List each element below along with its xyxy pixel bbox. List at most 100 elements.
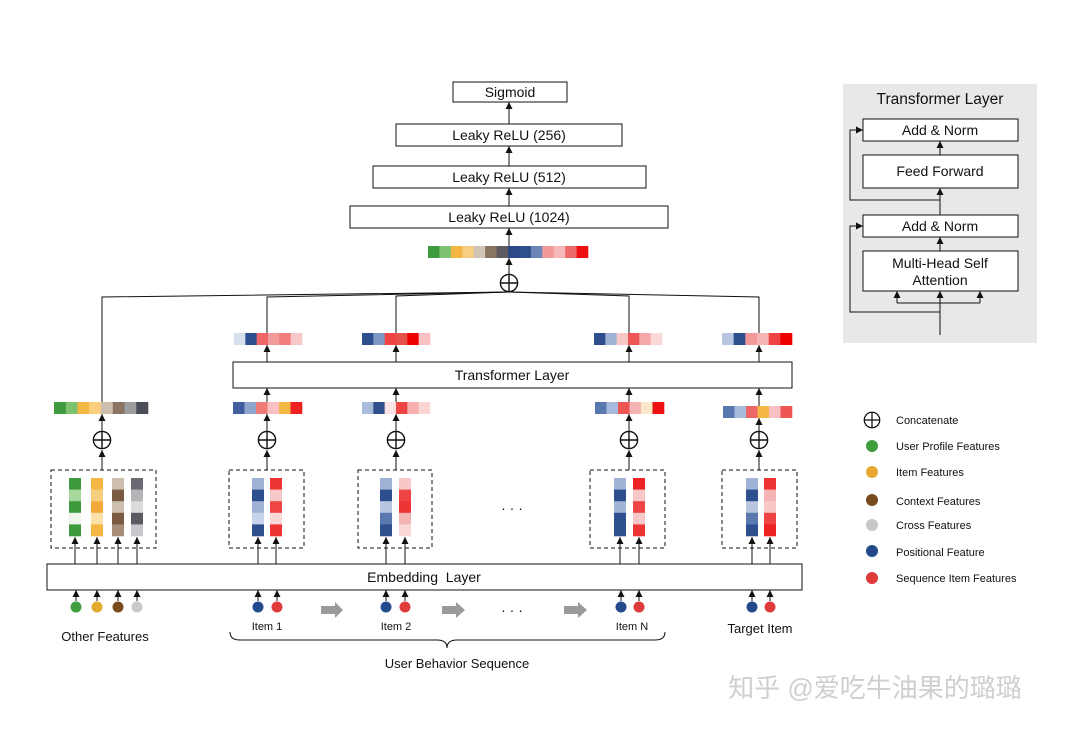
concat-icon: [499, 273, 519, 293]
item-n-input-cell: [618, 402, 630, 414]
embedding-groups: [50, 469, 798, 549]
item-n-output-cell: [639, 333, 651, 345]
target-embedding-cell: [764, 478, 776, 490]
concat-output-cell: [508, 246, 520, 258]
legend-context-dot: [866, 494, 878, 506]
other-embedding-cell: [112, 478, 124, 490]
item-2-embedding-cell: [399, 512, 411, 525]
other-embedding-cell: [131, 501, 143, 514]
item-1-output-cell: [234, 333, 246, 345]
other-concat-cell: [54, 402, 67, 414]
item-2-output-cell: [396, 333, 408, 345]
target-input-cell: [746, 406, 758, 418]
other-embedding-cell: [69, 489, 81, 502]
item-n-embedding-cell: [614, 489, 626, 502]
item-n-embeddings: [589, 469, 666, 549]
item-2-output-cell: [407, 333, 419, 345]
link-item-2: [395, 291, 510, 333]
item-n-embedding-cell: [614, 524, 626, 537]
item-n-input-cell: [641, 402, 653, 414]
positional-feature-dot: [380, 601, 392, 613]
other-embedding-cell: [131, 524, 143, 537]
embedding-layer-label: Embedding Layer: [367, 569, 481, 585]
concat-output-cell: [565, 246, 577, 258]
item-1-input-cell: [279, 402, 291, 414]
link-other-features: [101, 291, 510, 402]
transformer-layer-box: [232, 361, 793, 389]
item-1-input-cell: [267, 402, 280, 414]
sequence-item-feature-dot: [271, 601, 283, 613]
other-embedding-cell: [91, 524, 103, 537]
other-embedding-cell: [69, 478, 81, 490]
relu-512-label: Leaky ReLU (512): [452, 169, 566, 185]
other-features-embeddings: [50, 469, 157, 549]
item-1-input-cell: [244, 402, 257, 414]
concat-output-cell: [450, 246, 463, 258]
other-embedding-cell: [131, 512, 143, 525]
multi-head-attention-label-line-1: Multi-Head Self: [892, 255, 988, 271]
item-1-output-cell: [245, 333, 257, 345]
concat-icon: [749, 430, 769, 450]
item-n-embedding-cell: [633, 501, 645, 514]
concat-output-cell: [462, 246, 475, 258]
other-concat-cell: [65, 402, 78, 414]
item-2-output-cell: [384, 333, 397, 345]
legend-context-label: Context Features: [896, 496, 981, 508]
item-n-input-cell: [629, 402, 642, 414]
other-embedding-cell: [131, 478, 143, 490]
other-embedding-cell: [91, 501, 103, 514]
other-concat-cell: [124, 402, 137, 414]
concat-output-cell: [553, 246, 566, 258]
item-2-input-cell: [373, 402, 385, 414]
embedding-column-arrows: [71, 537, 774, 564]
concat-connections: [101, 291, 760, 402]
item-2-input-cell: [384, 402, 397, 414]
concat-output-cell: [473, 246, 486, 258]
transformer-layer-label: Transformer Layer: [455, 367, 570, 383]
target-embedding-cell: [764, 524, 776, 537]
target-output-cell: [780, 333, 793, 345]
concat-output-cell: [530, 246, 543, 258]
target-output-cell: [733, 333, 746, 345]
item-2-output-cell: [362, 333, 374, 345]
item-2-embedding-cell: [380, 489, 392, 502]
item-2-output-cell: [418, 333, 431, 345]
item-1-embedding-cell: [270, 478, 282, 490]
other-embedding-cell: [91, 489, 103, 502]
legend-user-profile-dot: [866, 440, 878, 452]
positional-feature-dot: [746, 601, 758, 613]
multi-head-attention-box: [862, 250, 1019, 292]
item-n-input-cell: [606, 402, 619, 414]
concat-output-cell: [485, 246, 497, 258]
item-1-output-cell: [290, 333, 303, 345]
item-2-input-cell: [362, 402, 374, 414]
concat-icon: [257, 430, 277, 450]
item-n-label: Item N: [616, 621, 648, 633]
other-embedding-cell: [69, 501, 81, 514]
add-norm-bottom-label: Add & Norm: [902, 218, 978, 234]
context-feature-dot: [112, 601, 124, 613]
other-concat-cell: [136, 402, 149, 414]
item-1-embeddings: [228, 469, 305, 549]
target-item-embeddings: [721, 469, 798, 549]
add-norm-top-label: Add & Norm: [902, 122, 978, 138]
target-input-cell: [723, 406, 735, 418]
concat-icon: [386, 430, 406, 450]
other-features-label: Other Features: [61, 629, 149, 644]
relu-1024-label: Leaky ReLU (1024): [448, 209, 569, 225]
target-output-cell: [722, 333, 734, 345]
item-2-output-cell: [373, 333, 385, 345]
target-input-cell: [734, 406, 747, 418]
other-embedding-cell: [112, 501, 124, 514]
legend-item-label: Item Features: [896, 467, 964, 479]
item-n-input-cell: [652, 402, 665, 414]
other-concat-cell: [112, 402, 125, 414]
item-1-output-cell: [268, 333, 280, 345]
sequence-arrow-icon: [442, 602, 465, 618]
item-2-embedding-cell: [380, 512, 392, 525]
item-2-input-cell: [418, 402, 431, 414]
item-2-embeddings: [357, 469, 433, 549]
sequence-item-feature-dot: [399, 601, 411, 613]
item-n-embedding-cell: [633, 489, 645, 502]
